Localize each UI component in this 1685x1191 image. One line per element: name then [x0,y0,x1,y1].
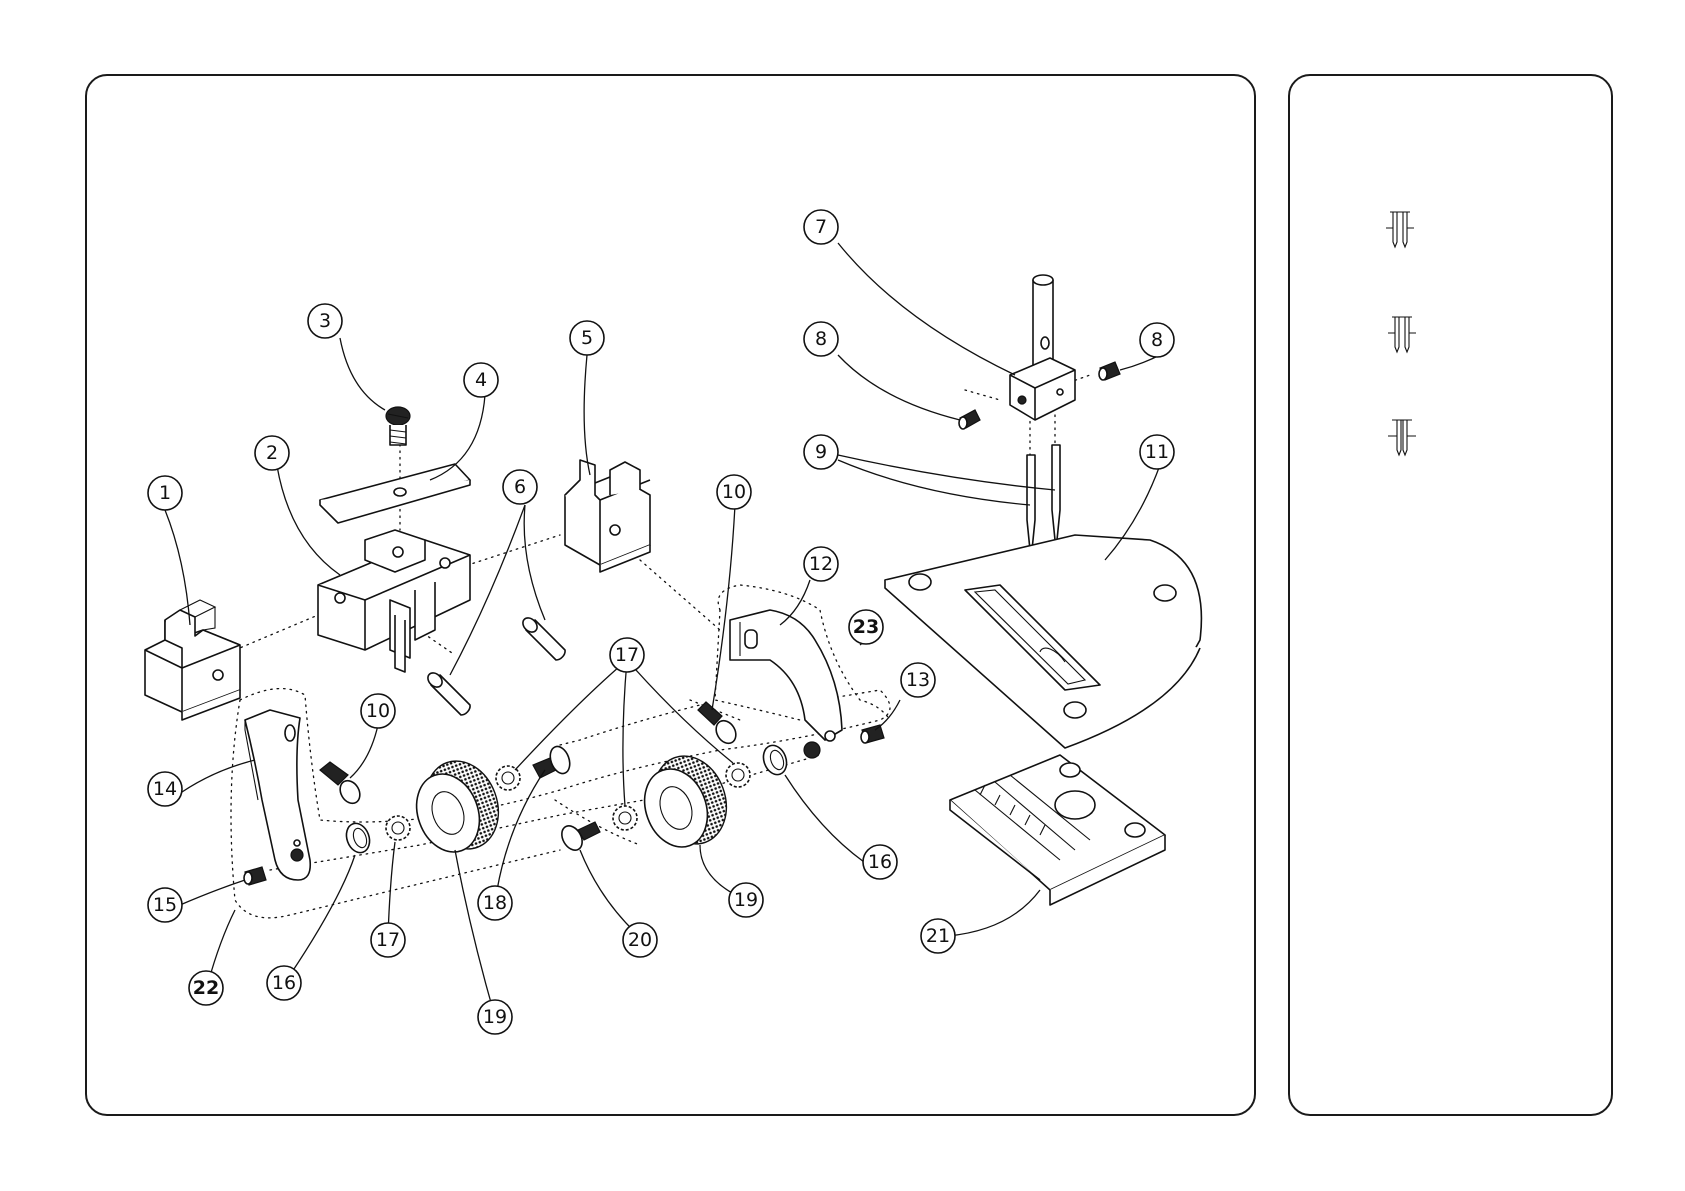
svg-text:11: 11 [1145,441,1169,463]
svg-text:17: 17 [615,644,639,666]
callout-8-left: 8 [804,322,838,356]
callout-8-right: 8 [1140,323,1174,357]
callout-13: 13 [901,663,935,697]
svg-text:8: 8 [815,328,827,350]
twin-needle-icon [1388,420,1416,455]
svg-text:5: 5 [581,327,593,349]
svg-text:12: 12 [809,553,833,575]
svg-text:9: 9 [815,441,827,463]
svg-text:16: 16 [868,851,892,873]
part-4-plate [320,464,470,523]
svg-text:19: 19 [734,889,758,911]
part-12-arm [730,610,842,758]
callout-21: 21 [921,919,955,953]
callout-19-right: 19 [729,883,763,917]
callout-1: 1 [148,476,182,510]
callout-16-right: 16 [863,845,897,879]
callout-14: 14 [148,772,182,806]
part-14-arm [245,710,310,880]
callout-20: 20 [623,923,657,957]
svg-text:14: 14 [153,778,177,800]
svg-text:10: 10 [722,481,746,503]
callout-18: 18 [478,886,512,920]
callout-10-right: 10 [717,475,751,509]
part-3-screw [386,407,410,445]
callout-15: 15 [148,888,182,922]
callout-9: 9 [804,435,838,469]
callout-7: 7 [804,210,838,244]
callout-5: 5 [570,321,604,355]
callout-10-left: 10 [361,694,395,728]
callout-23: 23 [849,610,883,644]
svg-text:15: 15 [153,894,177,916]
svg-text:20: 20 [628,929,652,951]
callout-2: 2 [255,436,289,470]
part-13-set-screw [861,725,884,743]
callout-17-bottom: 17 [371,923,405,957]
svg-text:4: 4 [475,369,487,391]
svg-text:23: 23 [853,616,879,638]
callout-6: 6 [503,470,537,504]
svg-text:2: 2 [266,442,278,464]
callout-22: 22 [189,971,223,1005]
callout-11: 11 [1140,435,1174,469]
callout-16-left: 16 [267,966,301,1000]
callout-19-left: 19 [478,1000,512,1034]
svg-text:22: 22 [193,977,219,999]
svg-text:21: 21 [926,925,950,947]
svg-text:16: 16 [272,972,296,994]
svg-text:10: 10 [366,700,390,722]
callout-3: 3 [308,304,342,338]
part-21-feed-dog [950,755,1165,905]
svg-text:18: 18 [483,892,507,914]
callout-12: 12 [804,547,838,581]
side-needle-icons [1386,212,1416,455]
part-6-pins [425,615,565,715]
callout-4: 4 [464,363,498,397]
callout-17-top: 17 [610,638,644,672]
svg-text:3: 3 [319,310,331,332]
part-5-block [565,460,650,572]
part-11-needle-plate [885,535,1201,748]
svg-text:13: 13 [906,669,930,691]
part-1-guide-block [145,600,240,720]
svg-text:1: 1 [159,482,171,504]
part-7-needle-clamp [1010,275,1075,420]
twin-needle-icon [1388,317,1416,352]
svg-text:7: 7 [815,216,827,238]
svg-text:8: 8 [1151,329,1163,351]
part-2-bracket [318,530,470,672]
part-15-set-screw [244,867,266,885]
svg-text:19: 19 [483,1006,507,1028]
part-18-stud [533,744,573,778]
svg-text:17: 17 [376,929,400,951]
part-20-screw [558,822,600,854]
twin-needle-icon [1386,212,1414,247]
svg-text:6: 6 [514,476,526,498]
